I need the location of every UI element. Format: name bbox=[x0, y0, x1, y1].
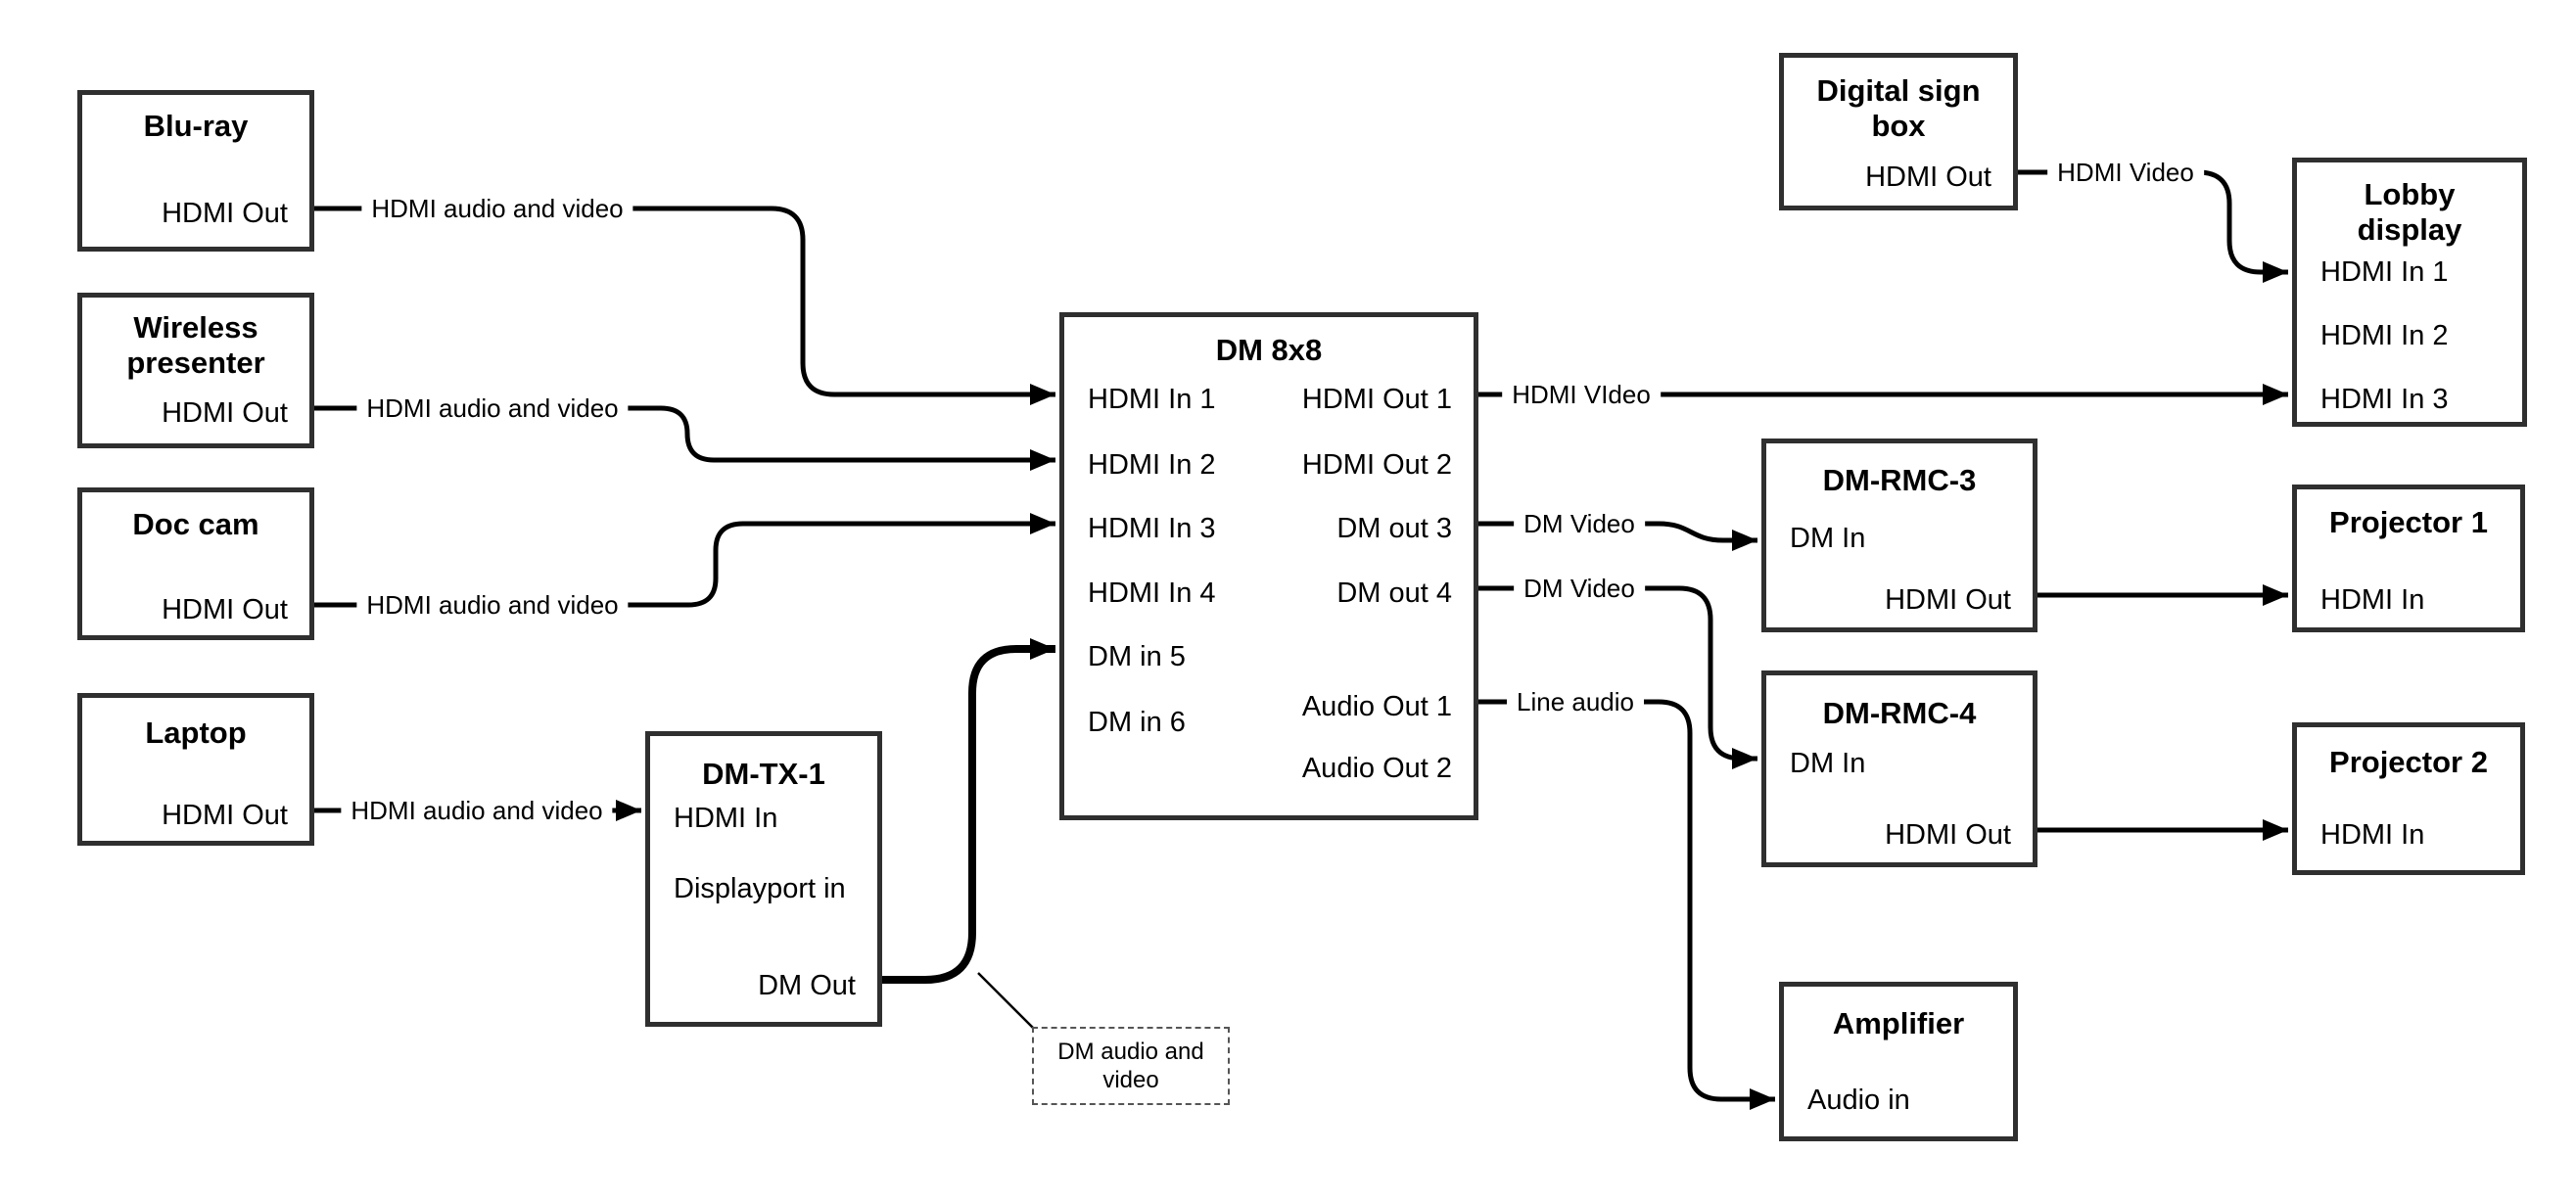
node-title-line: Lobby bbox=[2364, 177, 2456, 211]
port-audio-out-1: Audio Out 1 bbox=[1301, 691, 1452, 722]
node-title: Wireless presenter bbox=[82, 310, 309, 381]
node-title-line: display bbox=[2357, 212, 2462, 247]
wire-blu-ray-to-dm8x8 bbox=[314, 206, 1055, 405]
node-title-line: box bbox=[1871, 109, 1926, 143]
port-dm-in: DM In bbox=[1790, 748, 1866, 779]
edge-label-laptop: HDMI audio and video bbox=[341, 795, 613, 826]
port-hdmi-out: HDMI Out bbox=[162, 800, 288, 831]
node-projector-1: Projector 1 HDMI In bbox=[2292, 485, 2525, 632]
port-hdmi-in: HDMI In bbox=[674, 803, 778, 834]
wire-dm-out-4-to-rmc-4 bbox=[1478, 585, 1757, 769]
port-hdmi-out-2: HDMI Out 2 bbox=[1301, 449, 1452, 481]
port-hdmi-in-3: HDMI In 3 bbox=[1088, 513, 1216, 544]
wire-doc-cam-to-dm8x8 bbox=[314, 513, 1055, 608]
node-dm-rmc-3: DM-RMC-3 DM In HDMI Out bbox=[1761, 439, 2037, 632]
node-dm-tx-1: DM-TX-1 HDMI In Displayport in DM Out bbox=[645, 731, 882, 1027]
node-title-line: presenter bbox=[126, 346, 265, 380]
port-hdmi-in-1: HDMI In 1 bbox=[2320, 256, 2449, 288]
edge-label-dm-out-4: DM Video bbox=[1514, 573, 1645, 604]
port-hdmi-in: HDMI In bbox=[2320, 584, 2425, 616]
port-dm-in-5: DM in 5 bbox=[1088, 641, 1186, 672]
note-dm-audio-and-video: DM audio and video bbox=[1032, 1027, 1230, 1105]
note-line: DM audio and bbox=[1057, 1039, 1204, 1065]
port-dm-in-6: DM in 6 bbox=[1088, 707, 1186, 738]
edge-label-doc-cam: HDMI audio and video bbox=[356, 589, 629, 621]
node-laptop: Laptop HDMI Out bbox=[77, 693, 314, 846]
node-title: Blu-ray bbox=[143, 109, 249, 143]
edge-label-digital-sign: HDMI Video bbox=[2047, 157, 2204, 188]
node-amplifier: Amplifier Audio in bbox=[1779, 982, 2018, 1141]
edge-label-hdmi-out-1: HDMI VIdeo bbox=[1502, 379, 1661, 410]
port-hdmi-out: HDMI Out bbox=[162, 397, 288, 429]
port-hdmi-out: HDMI Out bbox=[1885, 584, 2011, 616]
port-dm-in: DM In bbox=[1790, 523, 1866, 554]
node-doc-cam: Doc cam HDMI Out bbox=[77, 487, 314, 640]
node-title: DM-TX-1 bbox=[702, 757, 825, 791]
wire-audio-out-1-to-amplifier bbox=[1478, 699, 1775, 1110]
edge-label-audio-out-1: Line audio bbox=[1507, 686, 1644, 717]
port-displayport-in: Displayport in bbox=[674, 873, 846, 904]
wire-dm-out-3-to-rmc-3 bbox=[1478, 521, 1757, 551]
port-hdmi-out: HDMI Out bbox=[1885, 819, 2011, 851]
edge-label-blu-ray: HDMI audio and video bbox=[361, 193, 633, 224]
node-title: Projector 1 bbox=[2329, 505, 2488, 539]
wire-digital-sign-to-lobby bbox=[2018, 169, 2288, 283]
port-hdmi-in-4: HDMI In 4 bbox=[1088, 577, 1216, 609]
port-hdmi-out: HDMI Out bbox=[162, 198, 288, 229]
node-title: Doc cam bbox=[132, 507, 259, 541]
port-hdmi-in-2: HDMI In 2 bbox=[1088, 449, 1216, 481]
node-title: Lobby display bbox=[2297, 177, 2522, 248]
node-title: DM-RMC-3 bbox=[1822, 463, 1977, 497]
note-line: video bbox=[1102, 1067, 1159, 1093]
wire-dm-tx-1-to-dm8x8 bbox=[880, 638, 1055, 984]
edge-label-wireless-presenter: HDMI audio and video bbox=[356, 393, 629, 424]
port-hdmi-in: HDMI In bbox=[2320, 819, 2425, 851]
node-title: Digital sign box bbox=[1784, 73, 2013, 144]
node-title-line: Digital sign bbox=[1816, 73, 1981, 108]
node-blu-ray: Blu-ray HDMI Out bbox=[77, 90, 314, 252]
node-dm-rmc-4: DM-RMC-4 DM In HDMI Out bbox=[1761, 670, 2037, 867]
port-audio-in: Audio in bbox=[1807, 1085, 1910, 1116]
port-hdmi-in-1: HDMI In 1 bbox=[1088, 384, 1216, 415]
node-title-line: Wireless bbox=[133, 310, 258, 345]
note-leader-line bbox=[977, 972, 1036, 1031]
node-lobby-display: Lobby display HDMI In 1 HDMI In 2 HDMI I… bbox=[2292, 158, 2527, 427]
node-projector-2: Projector 2 HDMI In bbox=[2292, 722, 2525, 875]
node-wireless-presenter: Wireless presenter HDMI Out bbox=[77, 293, 314, 448]
port-dm-out-3: DM out 3 bbox=[1336, 513, 1452, 544]
port-dm-out: DM Out bbox=[758, 970, 856, 1001]
port-hdmi-out: HDMI Out bbox=[1865, 162, 1991, 193]
node-title: DM-RMC-4 bbox=[1822, 696, 1977, 730]
wire-wireless-to-dm8x8 bbox=[314, 405, 1055, 471]
node-title: Amplifier bbox=[1832, 1006, 1965, 1040]
port-hdmi-in-3: HDMI In 3 bbox=[2320, 384, 2449, 415]
port-dm-out-4: DM out 4 bbox=[1336, 577, 1452, 609]
node-title: DM 8x8 bbox=[1215, 333, 1323, 367]
node-title: Projector 2 bbox=[2329, 745, 2488, 779]
port-hdmi-out-1: HDMI Out 1 bbox=[1301, 384, 1452, 415]
port-hdmi-out: HDMI Out bbox=[162, 594, 288, 625]
node-digital-sign-box: Digital sign box HDMI Out bbox=[1779, 53, 2018, 210]
port-hdmi-in-2: HDMI In 2 bbox=[2320, 320, 2449, 351]
node-dm-8x8: DM 8x8 HDMI In 1 HDMI In 2 HDMI In 3 HDM… bbox=[1059, 312, 1478, 820]
node-title: Laptop bbox=[145, 716, 247, 750]
port-audio-out-2: Audio Out 2 bbox=[1301, 753, 1452, 784]
edge-label-dm-out-3: DM Video bbox=[1514, 508, 1645, 539]
